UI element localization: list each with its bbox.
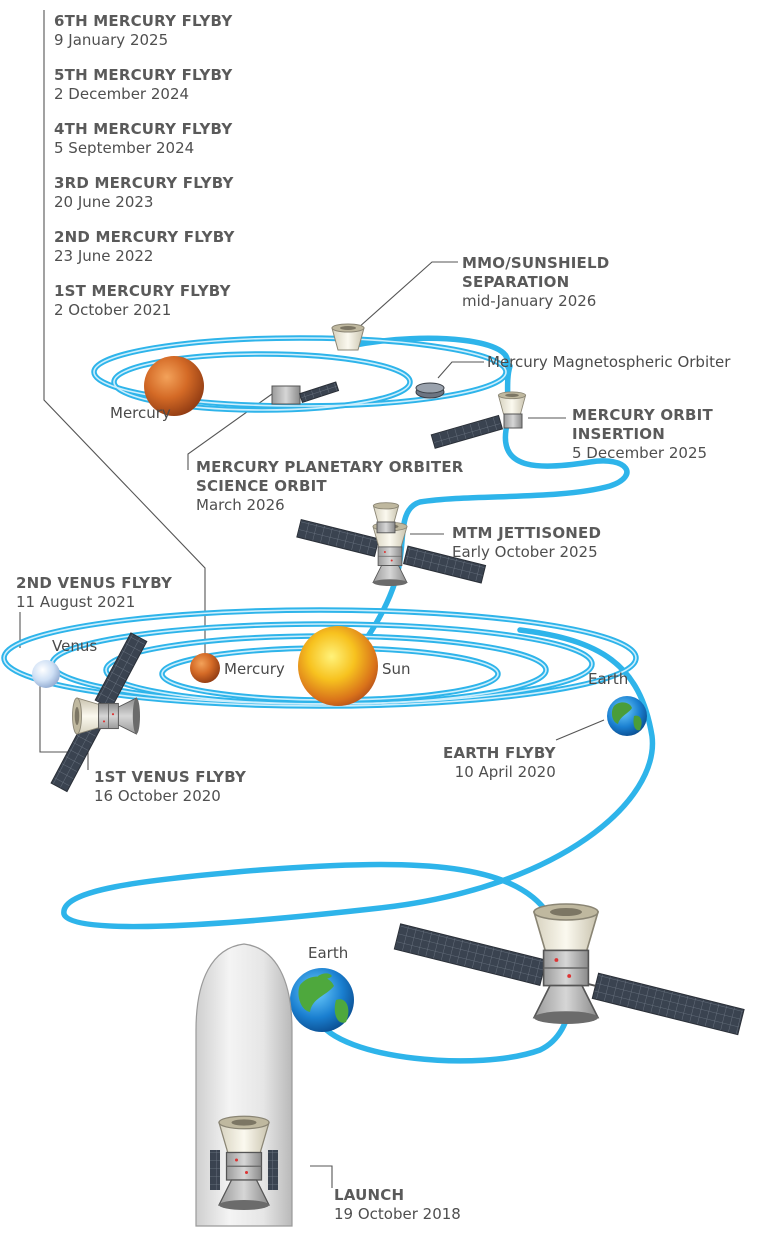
- mercury-flyby-leader: [43, 10, 206, 662]
- mmo-leader: [437, 361, 484, 379]
- moi-date: 5 December 2025: [572, 443, 708, 462]
- mtm-title: MTM JETTISONED: [452, 524, 602, 542]
- mpo-date: March 2026: [196, 495, 285, 514]
- launch-leader: [310, 1165, 333, 1188]
- mercury-mid-label: Mercury: [224, 660, 285, 678]
- sun-body: [298, 626, 378, 706]
- earth-flyby-title: EARTH FLYBY: [443, 744, 556, 762]
- flyby-3-date: 20 June 2023: [54, 192, 154, 211]
- mmo-separation-title-1: MMO/SUNSHIELD: [462, 254, 610, 272]
- flyby-1-date: 2 October 2021: [54, 300, 172, 319]
- spacecraft-mtm: [296, 502, 487, 587]
- mmo-separation-shield: [331, 323, 365, 351]
- mmo-label: Mercury Magnetospheric Orbiter: [487, 353, 731, 371]
- flyby-2-date: 23 June 2022: [54, 246, 154, 265]
- flyby-3-label: 3RD MERCURY FLYBY 20 June 2023: [54, 174, 234, 212]
- venus-label: Venus: [52, 637, 98, 655]
- mmo-separation-title-2: SEPARATION: [462, 272, 570, 291]
- moi-title-1: MERCURY ORBIT: [572, 406, 713, 424]
- earth-flyby-leader: [555, 719, 605, 741]
- venus2-date: 11 August 2021: [16, 592, 136, 611]
- mmo-separation-leader: [357, 261, 458, 329]
- flyby-6-label: 6TH MERCURY FLYBY 9 January 2025: [54, 12, 232, 50]
- venus-body: [32, 660, 60, 688]
- flyby-4-label: 4TH MERCURY FLYBY 5 September 2024: [54, 120, 232, 158]
- earth-flyby-date: 10 April 2020: [454, 762, 556, 781]
- earth-flyby-label: EARTH FLYBY 10 April 2020: [443, 744, 556, 782]
- mmo-separation-label: MMO/SUNSHIELD SEPARATION mid-January 202…: [462, 254, 609, 310]
- launch-label: LAUNCH 19 October 2018: [334, 1186, 461, 1224]
- venus2-title: 2ND VENUS FLYBY: [16, 574, 173, 592]
- mercury-top-label: Mercury: [110, 404, 171, 422]
- flyby-1-title: 1ST MERCURY FLYBY: [54, 282, 231, 300]
- spacecraft-venus-flyby: [50, 632, 148, 793]
- venus1-title: 1ST VENUS FLYBY: [94, 768, 247, 786]
- mpo-label: MERCURY PLANETARY ORBITER SCIENCE ORBIT …: [196, 458, 464, 514]
- flyby-5-label: 5TH MERCURY FLYBY 2 December 2024: [54, 66, 232, 104]
- moi-title-2: INSERTION: [572, 424, 665, 443]
- mmo-separation-date: mid-January 2026: [462, 291, 597, 310]
- mtm-label: MTM JETTISONED Early October 2025: [452, 524, 601, 562]
- launch-date: 19 October 2018: [334, 1204, 461, 1223]
- mpo-title-2: SCIENCE ORBIT: [196, 476, 327, 495]
- flyby-6-date: 9 January 2025: [54, 30, 169, 49]
- moi-label: MERCURY ORBIT INSERTION 5 December 2025: [572, 406, 713, 462]
- flyby-5-date: 2 December 2024: [54, 84, 190, 103]
- flyby-2-title: 2ND MERCURY FLYBY: [54, 228, 235, 246]
- venus1-date: 16 October 2020: [94, 786, 221, 805]
- earth-bottom-label: Earth: [308, 944, 349, 962]
- mercury-body-mid: [190, 653, 220, 683]
- mpo-leader: [187, 393, 273, 470]
- mmo-orbiter: [415, 382, 445, 399]
- earth-mid-label: Earth: [588, 670, 629, 688]
- earth-body-bottom: [290, 968, 354, 1032]
- flyby-4-title: 4TH MERCURY FLYBY: [54, 120, 233, 138]
- flyby-4-date: 5 September 2024: [54, 138, 195, 157]
- flyby-1-label: 1ST MERCURY FLYBY 2 October 2021: [54, 282, 231, 320]
- flyby-2-label: 2ND MERCURY FLYBY 23 June 2022: [54, 228, 235, 266]
- sun-label: Sun: [382, 660, 411, 678]
- mpo-orbiter: [271, 381, 340, 405]
- venus2-label: 2ND VENUS FLYBY 11 August 2021: [16, 574, 172, 612]
- flyby-3-title: 3RD MERCURY FLYBY: [54, 174, 234, 192]
- mercury-body-top: [144, 356, 204, 416]
- launch-title: LAUNCH: [334, 1186, 405, 1204]
- flyby-5-title: 5TH MERCURY FLYBY: [54, 66, 233, 84]
- spacecraft-moi: [430, 391, 527, 449]
- earth-body-mid: [607, 696, 647, 736]
- mtm-date: Early October 2025: [452, 542, 598, 561]
- flyby-6-title: 6TH MERCURY FLYBY: [54, 12, 233, 30]
- launch-fairing: [195, 943, 293, 1227]
- venus1-leader: [39, 686, 89, 770]
- mpo-title-1: MERCURY PLANETARY ORBITER: [196, 458, 464, 476]
- venus1-label: 1ST VENUS FLYBY 16 October 2020: [94, 768, 246, 806]
- spacecraft-stack-large: [393, 903, 745, 1036]
